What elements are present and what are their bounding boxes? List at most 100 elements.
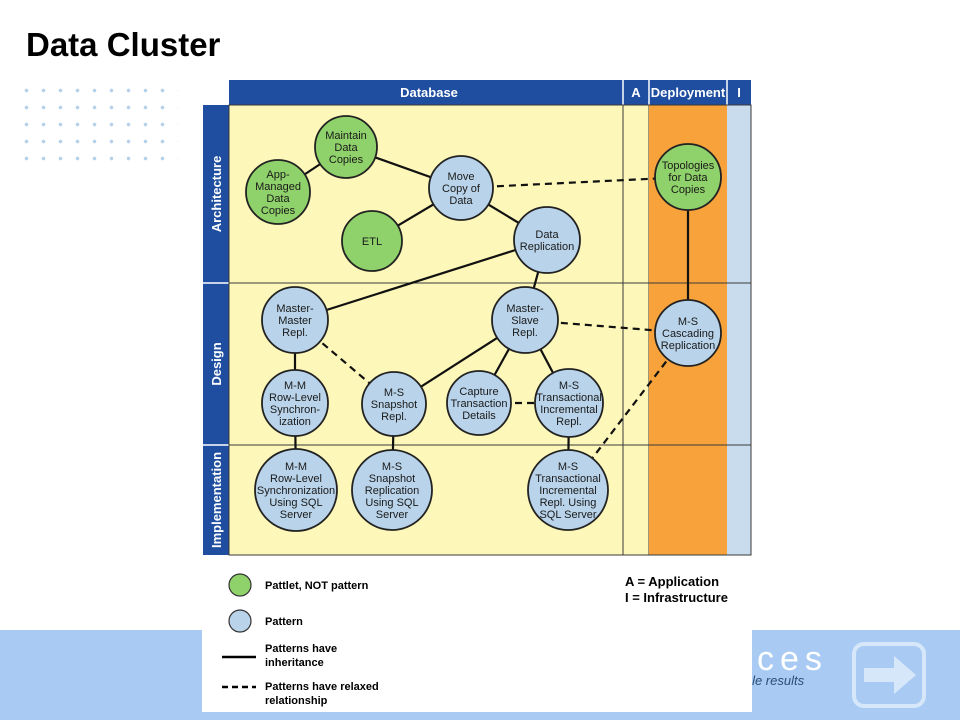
slide-title: Data Cluster	[26, 26, 221, 63]
infrastructure-column	[727, 105, 751, 555]
node-circle-mstranssql	[527, 449, 609, 531]
application-header	[623, 80, 649, 105]
node-label-mssnapshot-2: Repl.	[381, 411, 407, 423]
legend-pattern-swatch	[228, 609, 252, 633]
node-circle-mstrans	[534, 368, 604, 438]
node-label-maintain-2: Copies	[329, 154, 364, 166]
node-label-mssnapshot-1: Snapshot	[371, 399, 417, 411]
node-circle-capture	[446, 370, 512, 436]
node-label-etl-0: ETL	[362, 236, 382, 248]
node-label-mstrans-0: M-S	[559, 380, 579, 392]
node-circle-mastermaster	[261, 286, 329, 354]
node-label-mssnapshot-0: M-S	[384, 387, 404, 399]
node-label-mstrans-3: Repl.	[556, 416, 582, 428]
node-label-mmrowlevel-1: Row-Level	[269, 392, 321, 404]
node-label-maintain-0: Maintain	[325, 130, 367, 142]
node-label-appmanaged-2: Data	[266, 193, 290, 205]
node-label-replication-0: Data	[535, 229, 559, 241]
node-label-mmrowsql-0: M-M	[285, 461, 307, 473]
node-label-capture-0: Capture	[459, 386, 498, 398]
node-label-mmrowsql-2: Synchronization	[257, 485, 335, 497]
legend-inheritance-line2: inheritance	[265, 657, 324, 669]
node-label-mstranssql-0: M-S	[558, 461, 578, 473]
architecture-row-header	[203, 105, 229, 283]
design-row-label: Design	[209, 342, 224, 385]
design-row-header	[203, 283, 229, 445]
node-circle-cascading	[654, 299, 722, 367]
node-label-mmrowsql-4: Server	[280, 509, 313, 521]
legend-inheritance-line1: Patterns have	[265, 643, 337, 655]
deployment-header-label: Deployment	[651, 85, 726, 100]
infrastructure-header	[727, 80, 751, 105]
node-label-move-0: Move	[448, 171, 475, 183]
node-circle-etl	[341, 210, 403, 272]
edge-cascading-mstranssql	[567, 332, 689, 491]
node-circle-mssnapsql	[351, 449, 433, 531]
node-label-topologies-2: Copies	[671, 184, 706, 196]
node-label-cascading-1: Cascading	[662, 328, 714, 340]
node-circle-topologies	[654, 143, 722, 211]
edge-move-topologies	[460, 175, 689, 190]
node-label-mssnapsql-0: M-S	[382, 461, 402, 473]
node-label-topologies-1: for Data	[668, 172, 708, 184]
application-header-label: A	[631, 85, 641, 100]
database-header	[229, 80, 623, 105]
node-label-mstrans-2: Incremental	[540, 404, 597, 416]
legend-pattern-label: Pattern	[265, 616, 303, 628]
node-circle-replication	[513, 206, 581, 274]
node-label-capture-1: Transaction	[450, 398, 507, 410]
node-label-move-1: Copy of	[442, 183, 481, 195]
node-etl: ETL	[341, 210, 403, 272]
legend-relaxed-line1: Patterns have relaxed	[265, 681, 379, 693]
legend-pattlet-swatch	[228, 573, 252, 597]
implementation-row-header	[203, 445, 229, 555]
node-circle-maintain	[314, 115, 378, 179]
deployment-header	[649, 80, 727, 105]
infrastructure-header-label: I	[737, 85, 741, 100]
implementation-row-label: Implementation	[209, 452, 224, 548]
legend-card	[202, 555, 752, 712]
node-label-mssnapsql-4: Server	[376, 509, 409, 521]
nodes-layer: MaintainDataCopiesApp-ManagedDataCopiesM…	[245, 115, 722, 532]
legend-infrastructure-definition: I = Infrastructure	[625, 590, 728, 605]
node-label-mmrowlevel-2: Synchron-	[270, 404, 320, 416]
database-header-label: Database	[400, 85, 458, 100]
node-label-mmrowsql-3: Using SQL	[269, 497, 322, 509]
node-label-mastermaster-0: Master-	[276, 303, 314, 315]
node-circle-move	[428, 155, 494, 221]
node-label-mssnapsql-2: Replication	[365, 485, 419, 497]
node-label-mstranssql-3: Repl. Using	[540, 497, 597, 509]
node-label-cascading-0: M-S	[678, 316, 698, 328]
node-label-appmanaged-1: Managed	[255, 181, 301, 193]
node-label-maintain-1: Data	[334, 142, 358, 154]
node-circle-appmanaged	[245, 159, 311, 225]
node-label-masterslave-2: Repl.	[512, 327, 538, 339]
node-label-topologies-0: Topologies	[662, 160, 715, 172]
node-circle-mmrowlevel	[261, 369, 329, 437]
node-label-mmrowsql-1: Row-Level	[270, 473, 322, 485]
node-circle-masterslave	[491, 286, 559, 354]
node-label-mssnapsql-3: Using SQL	[365, 497, 418, 509]
node-label-capture-2: Details	[462, 410, 496, 422]
node-label-mmrowlevel-0: M-M	[284, 380, 306, 392]
node-label-appmanaged-0: App-	[266, 169, 290, 181]
architecture-row-label: Architecture	[209, 156, 224, 233]
footer-arrow-icon	[852, 642, 926, 708]
node-label-mstranssql-4: SQL Server	[539, 509, 596, 521]
node-label-mssnapsql-1: Snapshot	[369, 473, 415, 485]
node-label-mmrowlevel-3: ization	[279, 416, 311, 428]
node-circle-mmrowsql	[254, 448, 338, 532]
